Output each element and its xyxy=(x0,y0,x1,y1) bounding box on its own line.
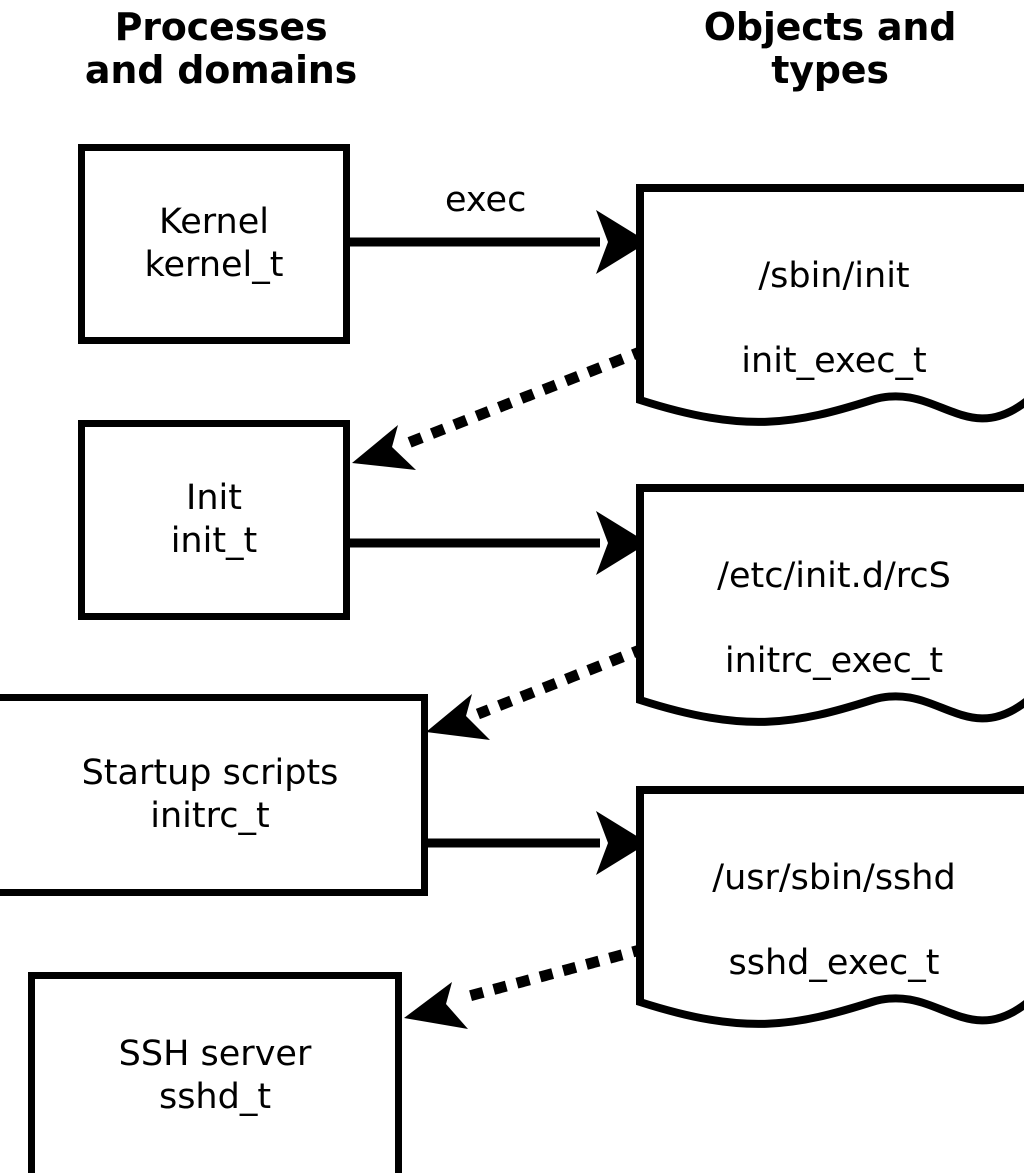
edge-sshd-exec-transition-sshd xyxy=(404,943,647,1029)
document-shape-icon xyxy=(636,184,1024,426)
process-box-init[interactable]: Init init_t xyxy=(78,420,350,620)
process-name-init: Init xyxy=(186,478,242,519)
edge-label-exec: exec xyxy=(445,180,527,220)
object-doc-initrc-exec[interactable]: /etc/init.d/rcS initrc_exec_t xyxy=(636,484,1024,744)
column-heading-objects: Objects and types xyxy=(703,5,957,92)
process-box-ssh-server[interactable]: SSH server sshd_t xyxy=(28,972,402,1173)
process-type-ssh-server: sshd_t xyxy=(158,1077,272,1117)
document-shape-icon xyxy=(636,786,1024,1028)
edge-init-exec-transition-init xyxy=(352,344,648,470)
process-name-startup-scripts: Startup scripts xyxy=(81,753,339,794)
process-box-startup-scripts[interactable]: Startup scripts initrc_t xyxy=(0,694,428,896)
edge-initrc-exec-transition-initrc xyxy=(426,642,648,740)
edge-init-exec-initrc xyxy=(350,511,648,575)
process-name-kernel: Kernel xyxy=(159,202,269,243)
object-doc-init-exec[interactable]: /sbin/init init_exec_t xyxy=(636,184,1024,444)
object-doc-sshd-exec[interactable]: /usr/sbin/sshd sshd_exec_t xyxy=(636,786,1024,1046)
process-type-init: init_t xyxy=(170,521,258,561)
document-shape-icon xyxy=(636,484,1024,726)
process-box-kernel[interactable]: Kernel kernel_t xyxy=(78,144,350,344)
edge-initrc-exec-sshd xyxy=(428,811,648,875)
process-type-kernel: kernel_t xyxy=(144,245,284,285)
process-name-ssh-server: SSH server xyxy=(118,1034,312,1075)
column-heading-processes: Processes and domains xyxy=(84,5,358,92)
process-type-startup-scripts: initrc_t xyxy=(150,796,270,836)
